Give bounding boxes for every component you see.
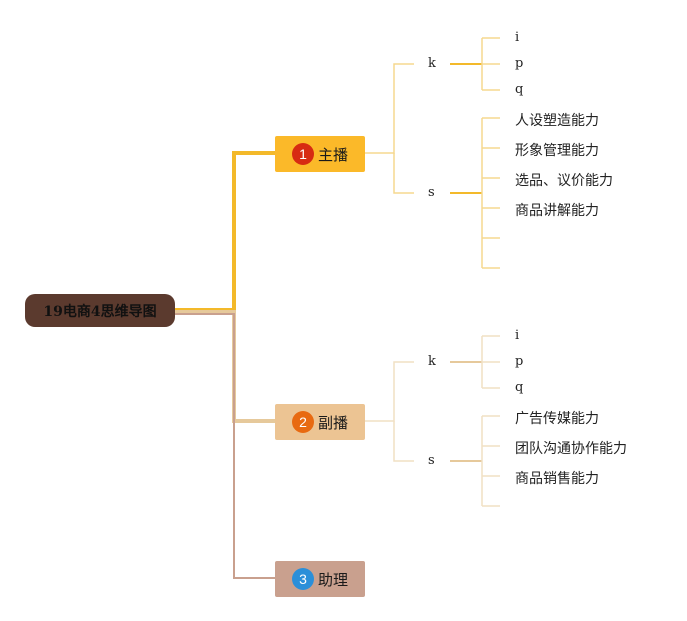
connector-root-branch1	[175, 151, 276, 312]
leaf-node[interactable]: 选品、议价能力	[515, 173, 613, 189]
node-k[interactable]: k	[428, 354, 436, 369]
root-node[interactable]: 19电商4思维导图	[25, 294, 175, 327]
leaf-node[interactable]: 商品讲解能力	[515, 203, 599, 219]
connector-root-branch3	[175, 313, 276, 579]
leaf-node[interactable]: q	[515, 380, 524, 395]
node-s[interactable]: s	[428, 453, 435, 468]
node-k[interactable]: k	[428, 56, 436, 71]
badge-2-icon: 2	[291, 411, 314, 433]
branch-label: 主播	[317, 145, 348, 164]
branch-node-zhubo[interactable]: 1 主播	[275, 136, 365, 172]
connector-b2-k	[364, 361, 414, 422]
leaf-node[interactable]: 人设塑造能力	[515, 113, 599, 129]
badge-3-icon: 3	[291, 568, 314, 590]
leaf-node[interactable]: i	[515, 30, 520, 45]
leaf-node[interactable]: 团队沟通协作能力	[515, 441, 627, 457]
connector-b2-s-children	[481, 415, 500, 507]
connector-root-branch2	[175, 310, 276, 423]
connector-b1-k-children	[481, 37, 500, 91]
branch-node-zhuli[interactable]: 3 助理	[275, 561, 365, 597]
connector-b2-s	[393, 421, 414, 462]
node-s[interactable]: s	[428, 185, 435, 200]
connector-b2-k-children	[481, 335, 500, 389]
leaf-node[interactable]: i	[515, 328, 520, 343]
leaf-node[interactable]: p	[515, 354, 524, 369]
connector-b1-s-children	[481, 117, 500, 269]
branch-node-fubo[interactable]: 2 副播	[275, 404, 365, 440]
leaf-node[interactable]: 广告传媒能力	[515, 411, 599, 427]
leaf-node[interactable]: 商品销售能力	[515, 471, 599, 487]
leaf-node[interactable]: p	[515, 56, 524, 71]
leaf-node[interactable]: 形象管理能力	[515, 143, 599, 159]
connector-b1-k	[364, 63, 414, 154]
leaf-node[interactable]: q	[515, 82, 524, 97]
branch-label: 副播	[317, 413, 348, 432]
badge-1-icon: 1	[291, 143, 314, 165]
connector-b1-s	[393, 153, 414, 194]
branch-label: 助理	[317, 570, 348, 589]
root-label: 19电商4思维导图	[43, 303, 157, 320]
